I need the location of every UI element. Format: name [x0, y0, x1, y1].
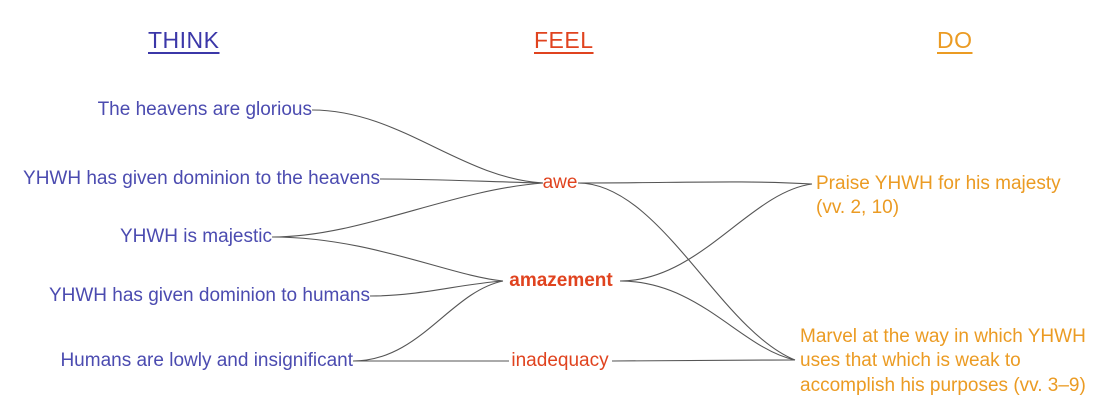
link-f3-d2	[611, 359, 796, 362]
column-heading-do: DO	[937, 27, 973, 53]
column-heading-feel: FEEL	[534, 27, 594, 53]
think-item-1: The heavens are glorious	[97, 98, 312, 120]
link-t4-f2	[369, 280, 504, 297]
link-f1-d1	[577, 181, 813, 185]
link-t5-f2	[352, 280, 504, 362]
do-item-2: Marvel at the way in which YHWH uses tha…	[800, 326, 1086, 396]
do-item-1: Praise YHWH for his majesty (vv. 2, 10)	[816, 173, 1061, 219]
feel-item-awe: awe	[542, 171, 578, 193]
think-item-5: Humans are lowly and insignificant	[60, 349, 353, 371]
feel-item-amazement: amazement	[509, 269, 613, 291]
link-f2-d2	[619, 280, 796, 361]
link-f2-d1	[619, 183, 813, 282]
think-item-4: YHWH has given dominion to humans	[48, 284, 370, 306]
column-heading-think: THINK	[148, 27, 220, 53]
think-item-2: YHWH has given dominion to the heavens	[23, 167, 380, 189]
link-t2-f1	[379, 178, 544, 184]
link-t3-f2	[271, 236, 504, 282]
think-item-3: YHWH is majestic	[119, 225, 272, 247]
feel-item-inadequacy: inadequacy	[511, 349, 609, 371]
